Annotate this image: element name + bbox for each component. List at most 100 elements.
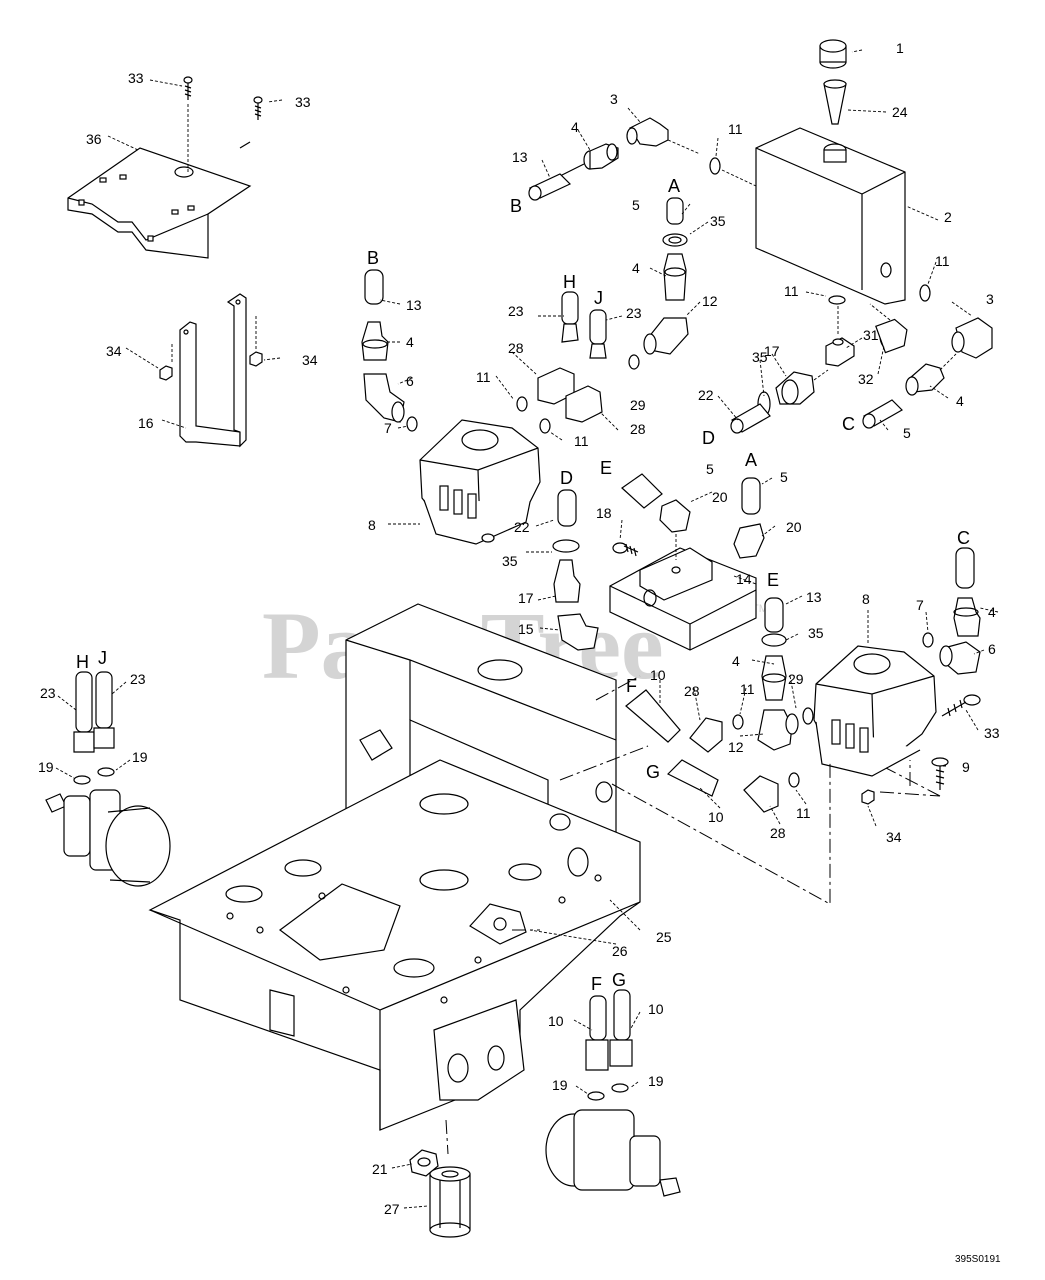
callout-19: 19	[132, 749, 148, 765]
nut-left[interactable]	[159, 365, 173, 381]
hose-end-f-right[interactable]	[625, 689, 681, 743]
callout-3: 3	[610, 91, 618, 107]
hose-end-d-mid[interactable]	[557, 489, 577, 527]
screw-top-right[interactable]	[239, 96, 263, 149]
hose-letter-g: G	[612, 970, 626, 990]
fitting-28-lower-right[interactable]	[743, 775, 779, 813]
control-valve-left[interactable]	[419, 419, 541, 545]
callout-17: 17	[764, 343, 780, 359]
o-ring-a[interactable]	[628, 354, 640, 370]
elbow-b-left[interactable]	[363, 373, 405, 423]
elbow-c-right[interactable]	[939, 641, 981, 675]
hydraulic-motor-left[interactable]	[45, 789, 171, 887]
callout-27: 27	[384, 1201, 400, 1217]
hose-end-j-motor[interactable]	[93, 671, 115, 749]
hydraulic-motor-bottom[interactable]	[545, 1109, 681, 1197]
o-ring-motor-bottom-2[interactable]	[611, 1083, 629, 1093]
o-ring-right[interactable]	[922, 632, 934, 648]
callout-28: 28	[684, 683, 700, 699]
o-ring-e-right[interactable]	[802, 707, 814, 725]
hose-end-h-left[interactable]	[561, 291, 579, 343]
fitting-c-right[interactable]	[953, 597, 981, 637]
filter-fitting[interactable]	[409, 1149, 439, 1177]
hose-end-f-motor[interactable]	[585, 995, 609, 1071]
o-ring-11-right[interactable]	[732, 714, 744, 730]
hose-end-e-mid[interactable]	[621, 473, 663, 509]
fitting-20-right[interactable]	[733, 523, 765, 559]
fitting-b-left[interactable]	[361, 321, 389, 361]
bolt-18[interactable]	[612, 542, 639, 557]
o-ring-left[interactable]	[406, 416, 418, 432]
bolt-33-right[interactable]	[941, 694, 981, 717]
o-ring-11-lower-right[interactable]	[788, 772, 800, 788]
fitting-20-left[interactable]	[659, 499, 691, 560]
hydraulic-tank[interactable]	[755, 127, 906, 305]
main-frame[interactable]	[148, 603, 641, 1131]
clamp-d-mid[interactable]	[552, 539, 580, 553]
valve-block[interactable]	[609, 547, 757, 651]
o-ring-tank-side[interactable]	[919, 284, 931, 302]
leader-lines	[55, 49, 999, 1209]
fitting-28-lower[interactable]	[565, 385, 603, 423]
hose-letter-j: J	[98, 648, 107, 668]
fitting-e-right[interactable]	[761, 655, 787, 701]
bolt-9[interactable]	[931, 757, 949, 790]
fitting-17-mid[interactable]	[553, 559, 581, 603]
clamp-e-right[interactable]	[761, 633, 787, 647]
tank-cap[interactable]	[819, 39, 847, 69]
elbow-15[interactable]	[557, 613, 599, 651]
elbow-right[interactable]	[951, 317, 993, 359]
o-ring-28-upper[interactable]	[516, 396, 528, 412]
hose-end-a-mid[interactable]	[741, 477, 761, 515]
o-ring-motor-left-1[interactable]	[73, 775, 91, 785]
hose-end-c-right[interactable]	[955, 547, 975, 589]
fitting-a[interactable]	[663, 253, 687, 301]
callout-11: 11	[574, 433, 589, 449]
callout-25: 25	[656, 929, 672, 945]
callout-35: 35	[752, 349, 768, 365]
hose-end-j-left[interactable]	[589, 309, 607, 359]
bracket[interactable]	[171, 293, 257, 448]
callout-19: 19	[648, 1073, 664, 1089]
screw-top-left[interactable]	[183, 76, 193, 172]
o-ring-top[interactable]	[709, 157, 721, 175]
hose-end-h-motor[interactable]	[73, 671, 95, 753]
hose-end-c-top[interactable]	[862, 399, 903, 429]
adapter-fitting-top[interactable]	[559, 143, 619, 177]
hose-end-g-right[interactable]	[666, 759, 719, 797]
elbow-e-right[interactable]	[757, 709, 799, 751]
adapter-right[interactable]	[869, 303, 957, 396]
control-valve-right[interactable]	[813, 645, 937, 777]
elbow-fitting-top[interactable]	[626, 117, 757, 187]
o-ring-motor-bottom-1[interactable]	[587, 1091, 605, 1101]
callout-29: 29	[788, 671, 804, 687]
hose-end-d-top[interactable]	[730, 403, 771, 434]
callout-11: 11	[728, 121, 743, 137]
hose-end-b-top[interactable]	[528, 173, 572, 201]
tee-fitting[interactable]	[825, 306, 855, 367]
nut-34-right[interactable]	[861, 789, 875, 805]
clamp-26[interactable]	[469, 903, 527, 945]
connector-32[interactable]	[875, 317, 912, 354]
hose-end-g-motor[interactable]	[609, 989, 633, 1067]
callout-33: 33	[128, 70, 144, 86]
fitting-17-top[interactable]	[775, 369, 829, 405]
fitting-28-right[interactable]	[689, 717, 723, 753]
o-ring-tank-bottom[interactable]	[828, 295, 846, 305]
callout-13: 13	[512, 149, 528, 165]
nut-right[interactable]	[249, 351, 263, 367]
callout-8: 8	[368, 517, 376, 533]
hose-end-b-left[interactable]	[364, 269, 384, 305]
guard-plate[interactable]	[67, 147, 252, 259]
hose-end-a-top[interactable]	[666, 197, 684, 225]
o-ring-motor-left-2[interactable]	[97, 767, 115, 777]
clamp-a[interactable]	[662, 233, 688, 247]
strainer[interactable]	[823, 79, 847, 125]
hose-end-e-right[interactable]	[764, 597, 784, 633]
callout-23: 23	[508, 303, 524, 319]
oil-filter[interactable]	[429, 1166, 471, 1238]
elbow-a[interactable]	[643, 317, 689, 355]
callout-6: 6	[406, 373, 414, 389]
o-ring-28-lower[interactable]	[539, 418, 551, 434]
